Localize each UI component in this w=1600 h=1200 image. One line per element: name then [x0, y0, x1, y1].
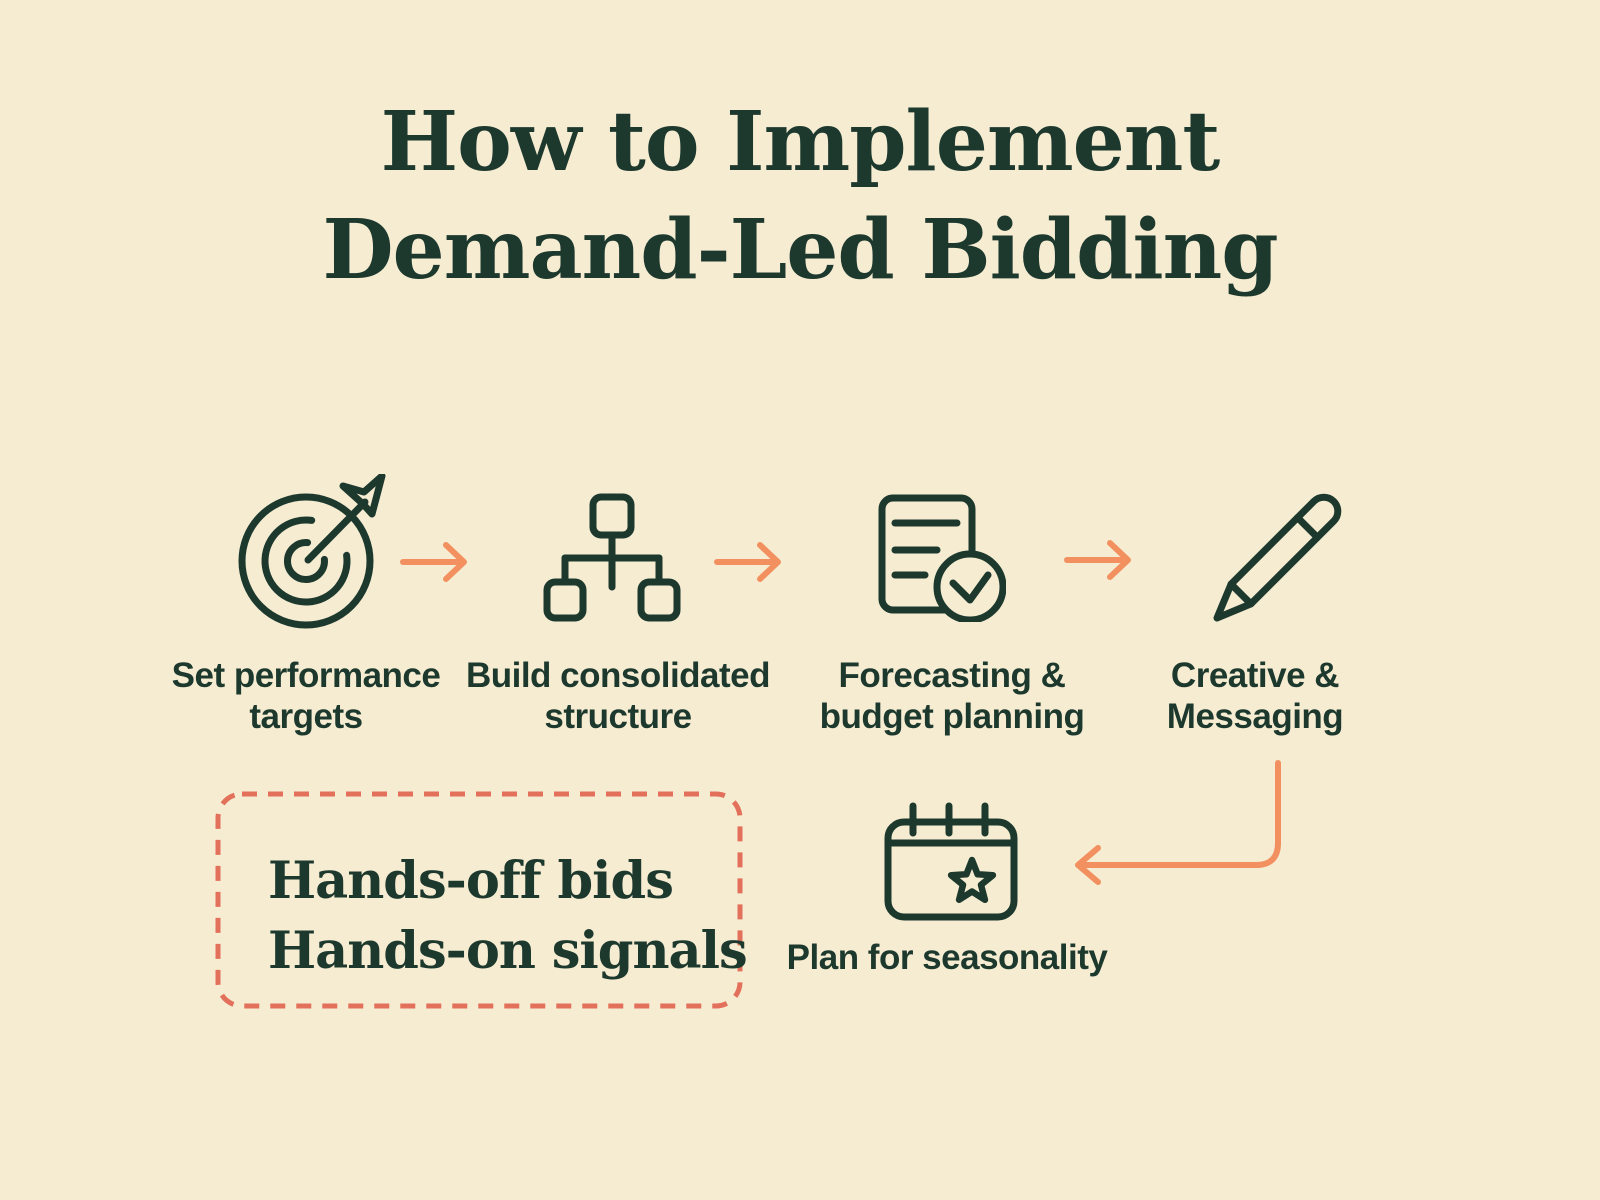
page-title-line1: How to Implement	[380, 94, 1221, 190]
pencil-icon	[1210, 490, 1342, 626]
page-title: How to Implement Demand-Led Bidding	[0, 88, 1600, 304]
target-icon	[234, 474, 394, 634]
document-check-icon	[878, 494, 1006, 622]
step-label-line: targets	[249, 697, 363, 736]
step-label-set-performance-targets: Set performance targets	[126, 655, 486, 737]
step-label-line: Set performance	[171, 656, 441, 695]
step-label-line: Creative &	[1170, 656, 1340, 695]
page-title-line2: Demand-Led Bidding	[322, 202, 1278, 298]
step-label-line: budget planning	[819, 697, 1085, 736]
calendar-star-icon	[884, 790, 1018, 924]
step-label-line: Messaging	[1166, 697, 1344, 736]
step-label-plan-for-seasonality: Plan for seasonality	[767, 937, 1127, 978]
callout-dashed-border	[214, 790, 744, 1015]
flow-arrow-icon	[400, 540, 472, 589]
callout-line2: Hands-on signals	[268, 921, 748, 981]
step-label-line: Plan for seasonality	[786, 938, 1108, 977]
step-label-creative-messaging: Creative & Messaging	[1075, 655, 1435, 737]
callout-line1: Hands-off bids	[268, 851, 674, 911]
step-label-line: Build consolidated	[465, 656, 771, 695]
step-label-build-consolidated-structure: Build consolidated structure	[438, 655, 798, 737]
flow-arrow-icon	[714, 540, 786, 589]
org-structure-icon	[542, 492, 682, 624]
flow-arrow-icon	[1064, 538, 1136, 587]
step-label-line: Forecasting &	[838, 656, 1066, 695]
step-label-forecasting-budget-planning: Forecasting & budget planning	[772, 655, 1132, 737]
step-label-line: structure	[544, 697, 692, 736]
elbow-arrow-icon	[1066, 752, 1290, 897]
callout-text: Hands-off bids Hands-on signals	[268, 846, 748, 986]
